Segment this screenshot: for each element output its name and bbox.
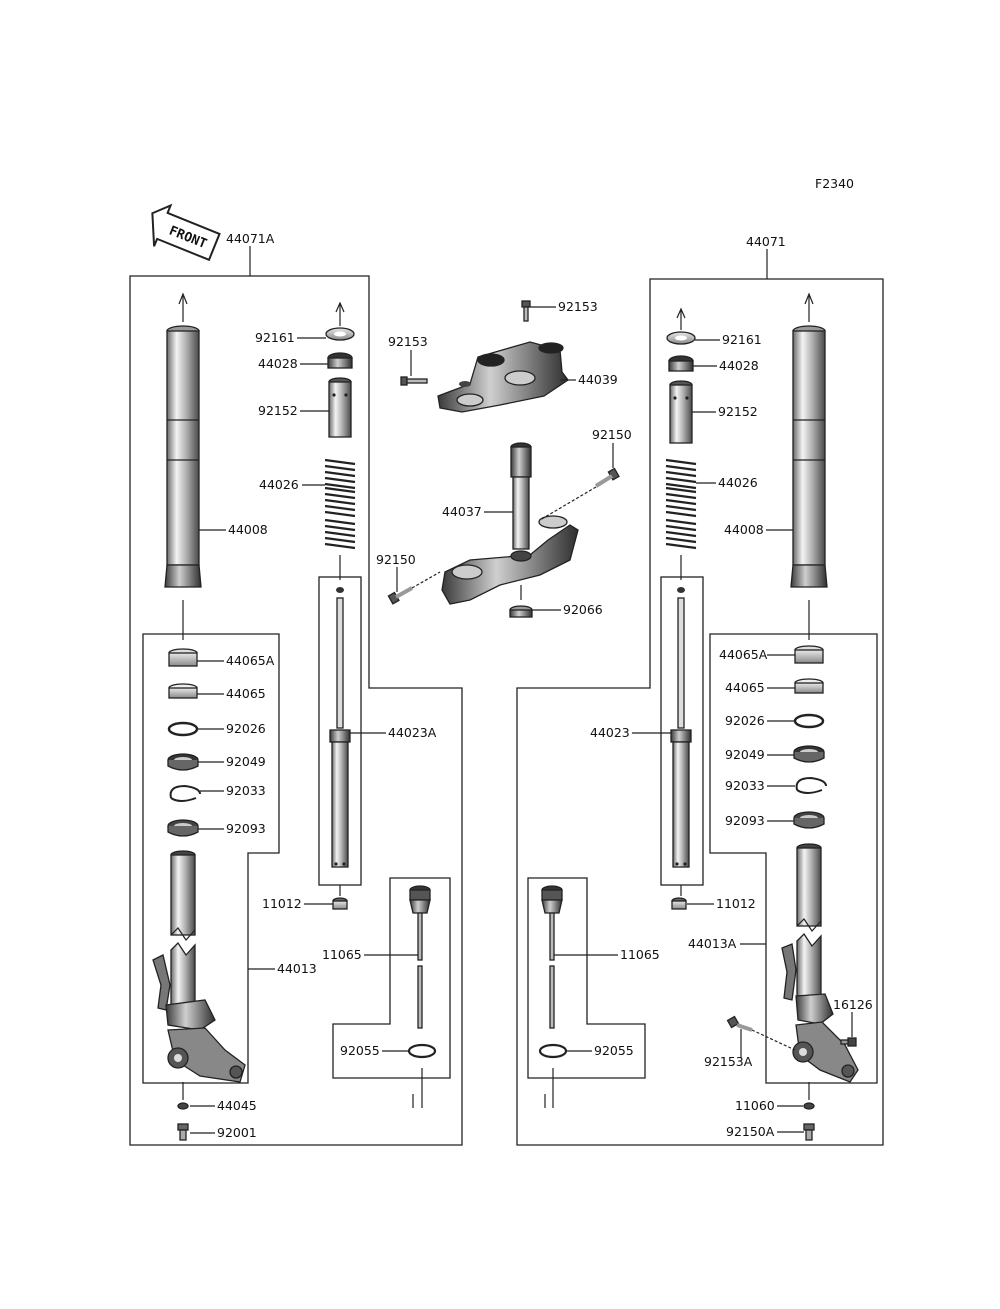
label-o-ring-right: 92055 xyxy=(594,1043,634,1058)
label-stem-nut: 92066 xyxy=(563,602,603,617)
bush-left[interactable] xyxy=(168,683,198,699)
screw-right[interactable] xyxy=(840,1037,857,1047)
label-bush-left: 44065 xyxy=(226,686,266,701)
diagram-code: F2340 xyxy=(815,176,854,191)
label-o-ring-left: 92055 xyxy=(340,1043,380,1058)
label-inner-unit-left: 44023A xyxy=(388,725,437,740)
bush-a-left[interactable] xyxy=(168,648,198,667)
label-bush-right: 44065 xyxy=(725,680,765,695)
label-circlip-left: 92033 xyxy=(226,783,266,798)
spacer-left[interactable] xyxy=(328,377,352,438)
o-ring-right[interactable] xyxy=(538,1043,568,1059)
stem-nut[interactable] xyxy=(509,605,533,618)
label-cap-nut-left: 44028 xyxy=(258,356,298,371)
cap-seal-left[interactable] xyxy=(325,301,355,341)
stem[interactable] xyxy=(441,442,579,605)
label-bolt-right: 92150A xyxy=(726,1124,775,1139)
upper-bracket[interactable] xyxy=(437,341,569,413)
label-upper-bracket: 44039 xyxy=(578,372,618,387)
label-cap-seal-left: 92161 xyxy=(255,330,295,345)
bolt-left[interactable] xyxy=(177,1123,189,1141)
label-inner-tube-right: 44013A xyxy=(688,936,737,951)
washer-left[interactable] xyxy=(167,721,199,737)
label-spacer-left: 92152 xyxy=(258,403,298,418)
circlip-left[interactable] xyxy=(169,784,201,802)
label-spring-left: 44026 xyxy=(259,477,299,492)
cap-nut-right[interactable] xyxy=(668,355,694,372)
label-bush-a-right: 44065A xyxy=(719,647,768,662)
stem-bolt-left[interactable] xyxy=(387,571,441,605)
inner-tube-left[interactable] xyxy=(152,850,246,1100)
inner-unit-right[interactable] xyxy=(670,587,692,896)
right-assembly-frame[interactable] xyxy=(516,249,884,1146)
nut-left[interactable] xyxy=(332,897,348,910)
spacer-right[interactable] xyxy=(669,380,693,444)
nut-right[interactable] xyxy=(671,897,687,910)
cartridge-right[interactable] xyxy=(541,885,563,1029)
outer-tube-left[interactable] xyxy=(164,292,202,640)
front-arrow-icon: FRONT xyxy=(151,203,221,262)
label-outer-tube-right: 44008 xyxy=(724,522,764,537)
label-oil-seal-left: 92049 xyxy=(226,754,266,769)
bush-a-right[interactable] xyxy=(794,645,824,664)
label-washer-right: 92026 xyxy=(725,713,765,728)
label-left-assembly: 44071A xyxy=(226,231,275,246)
upper-bolt-top[interactable] xyxy=(521,300,531,322)
label-stem-bolt-right: 92150 xyxy=(592,427,632,442)
cap-nut-left[interactable] xyxy=(327,352,353,369)
label-dust-seal-left: 92093 xyxy=(226,821,266,836)
label-cartridge-left: 11065 xyxy=(322,947,362,962)
inner-tube-right[interactable] xyxy=(781,843,859,1100)
gasket-right[interactable] xyxy=(803,1102,815,1110)
label-spring-right: 44026 xyxy=(718,475,758,490)
label-right-assembly: 44071 xyxy=(746,234,786,249)
label-cap-nut-right: 44028 xyxy=(719,358,759,373)
label-dust-seal-right: 92093 xyxy=(725,813,765,828)
oil-seal-left[interactable] xyxy=(167,753,199,771)
label-nut-left: 11012 xyxy=(262,896,302,911)
bolt-right[interactable] xyxy=(803,1123,815,1141)
stem-bolt-right[interactable] xyxy=(539,467,620,521)
label-inner-tube-left: 44013 xyxy=(277,961,317,976)
spring-left[interactable] xyxy=(323,458,357,580)
label-bush-a-left: 44065A xyxy=(226,653,275,668)
label-cap-seal-right: 92161 xyxy=(722,332,762,347)
label-bolt-a-right: 92153A xyxy=(704,1054,753,1069)
label-nut-right: 11012 xyxy=(716,896,756,911)
cap-seal-right[interactable] xyxy=(666,307,696,345)
label-circlip-right: 92033 xyxy=(725,778,765,793)
label-bolt-left: 92001 xyxy=(217,1125,257,1140)
label-oil-seal-right: 92049 xyxy=(725,747,765,762)
label-gasket-left: 44045 xyxy=(217,1098,257,1113)
gasket-left[interactable] xyxy=(177,1102,189,1110)
dust-seal-right[interactable] xyxy=(793,811,825,829)
oil-seal-right[interactable] xyxy=(793,745,825,763)
label-stem: 44037 xyxy=(442,504,482,519)
label-stem-bolt-left: 92150 xyxy=(376,552,416,567)
bush-right[interactable] xyxy=(794,678,824,694)
outer-tube-right[interactable] xyxy=(790,292,828,640)
label-upper-bolt-top: 92153 xyxy=(558,299,598,314)
circlip-right[interactable] xyxy=(795,776,827,794)
dust-seal-left[interactable] xyxy=(167,819,199,837)
label-inner-unit-right: 44023 xyxy=(590,725,630,740)
label-cartridge-right: 11065 xyxy=(620,947,660,962)
label-spacer-right: 92152 xyxy=(718,404,758,419)
label-outer-tube-left: 44008 xyxy=(228,522,268,537)
spring-right[interactable] xyxy=(664,458,698,580)
label-washer-left: 92026 xyxy=(226,721,266,736)
label-gasket-right: 11060 xyxy=(735,1098,775,1113)
label-upper-bolt-left: 92153 xyxy=(388,334,428,349)
bolt-a-right[interactable] xyxy=(726,1015,796,1051)
label-screw-right: 16126 xyxy=(833,997,873,1012)
o-ring-left[interactable] xyxy=(407,1043,437,1059)
upper-bolt-left[interactable] xyxy=(400,376,428,386)
cartridge-left[interactable] xyxy=(409,885,431,1029)
inner-unit-left[interactable] xyxy=(329,587,351,896)
washer-right[interactable] xyxy=(793,713,825,729)
